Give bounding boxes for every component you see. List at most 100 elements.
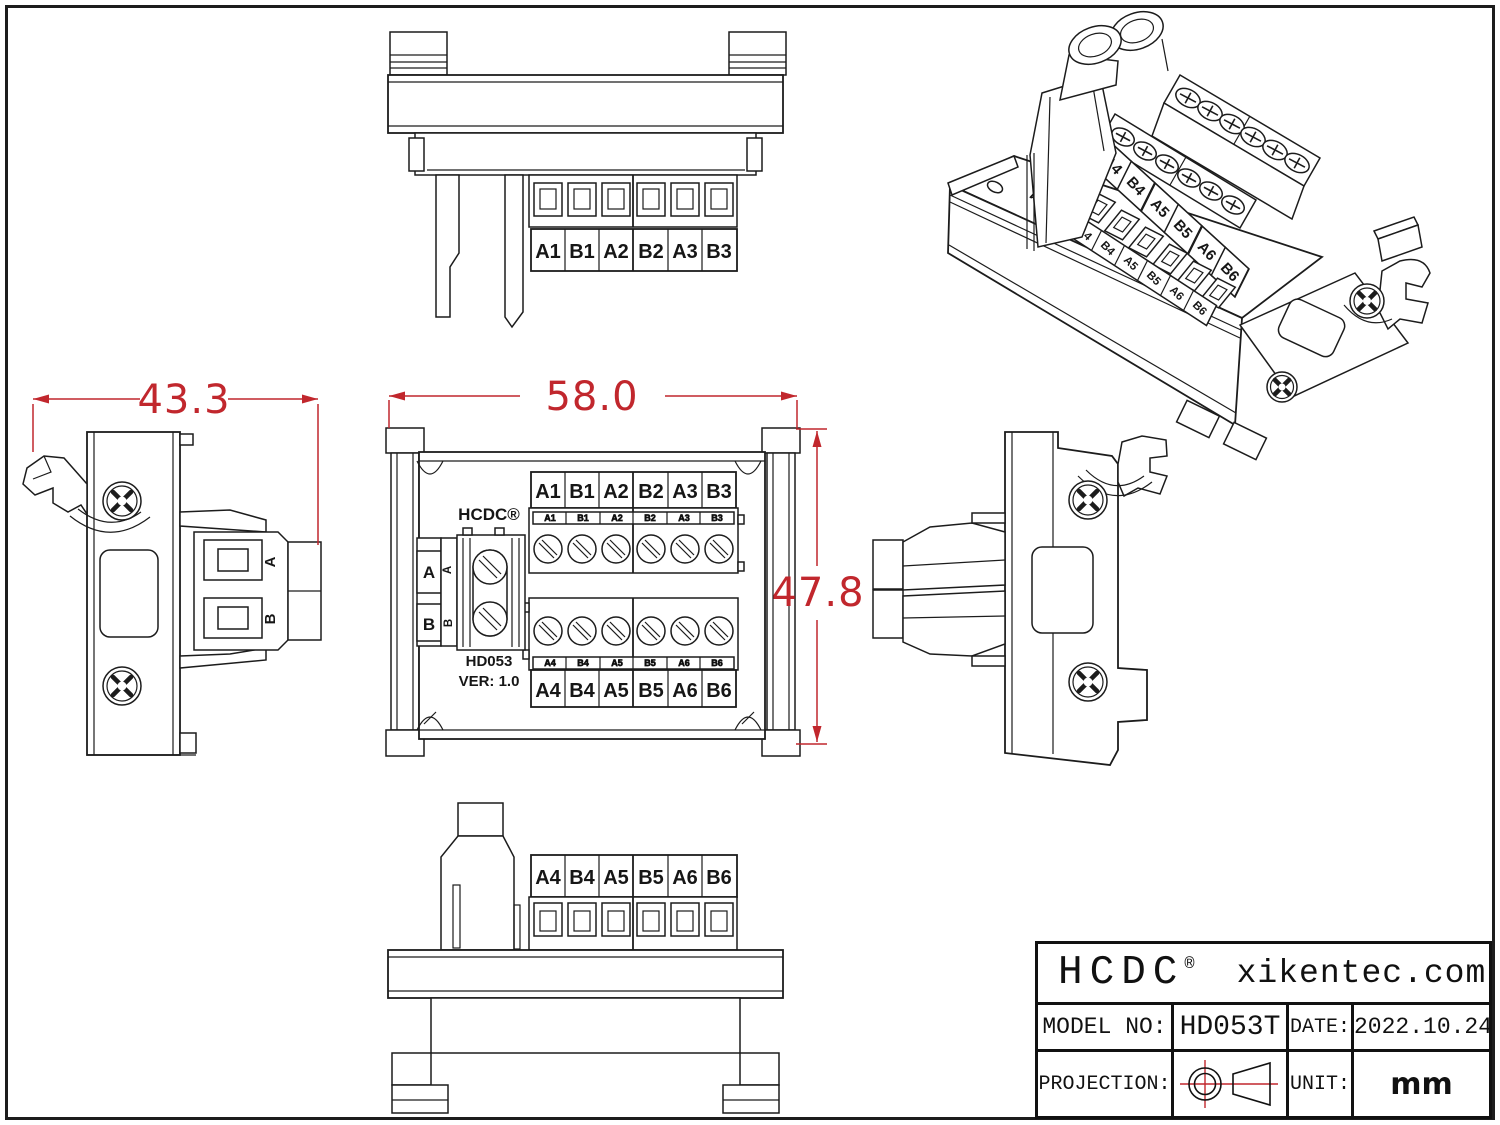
- terminal-label: A2: [603, 241, 629, 263]
- corner-screw: [416, 716, 444, 731]
- mini-label: A2: [611, 513, 623, 523]
- first-angle-projection-icon: [1180, 1060, 1278, 1108]
- front-view: HCDC® A1 B1 A2 B2 A3 B3 A1 B1 A2 B2 A3 B…: [385, 427, 801, 757]
- mini-label: B1: [577, 513, 589, 523]
- torx-screw: [1068, 480, 1108, 520]
- corner-screw: [416, 460, 444, 475]
- clip-spring: [1085, 469, 1145, 487]
- terminal-label: A2: [603, 481, 629, 503]
- terminal-label: B3: [706, 481, 732, 503]
- terminal-label: B3: [706, 241, 732, 263]
- front-view-body: HCDC® A1 B1 A2 B2 A3 B3 A1 B1 A2 B2 A3 B…: [385, 427, 801, 757]
- mini-label: B4: [577, 658, 589, 668]
- unit-value: mm: [1351, 1052, 1489, 1116]
- mini-label: B3: [711, 513, 723, 523]
- torx-screw: [102, 666, 142, 706]
- din-clip: [1377, 258, 1431, 331]
- terminal-label: B2: [638, 241, 664, 263]
- dim-value: 58.0: [545, 374, 638, 420]
- terminal-label: B5: [638, 867, 664, 889]
- torx-screw: [1349, 283, 1385, 319]
- dim-58-0: 58.0: [388, 374, 798, 428]
- mini-label: A1: [544, 513, 556, 523]
- isometric-view: A4 B4 A5 B5 A6 B6: [947, 10, 1431, 461]
- bottom-view-body: A4 B4 A5 B5 A6 B6: [387, 802, 784, 1114]
- terminal-label: B1: [569, 241, 595, 263]
- mini-label: A3: [678, 513, 690, 523]
- plug-prong: [504, 174, 524, 329]
- model-text: HD053: [466, 653, 513, 670]
- brand-text: HCDC®: [458, 505, 520, 524]
- screw-row-top: [533, 534, 734, 564]
- dim-value: 47.8: [771, 570, 864, 616]
- terminal-label: B6: [706, 680, 732, 702]
- dim-47-8: 47.8: [771, 428, 864, 745]
- din-clip: [1117, 435, 1169, 498]
- left-side-view: A B: [22, 431, 322, 756]
- projection-label: PROJECTION:: [1038, 1072, 1171, 1096]
- mini-label: A5: [611, 658, 623, 668]
- brand-logo: HCDC®: [1058, 950, 1195, 996]
- terminal-label: A3: [672, 481, 698, 503]
- sheet-border: [5, 5, 1495, 1120]
- terminal-label: B2: [638, 481, 664, 503]
- projection-symbol: [1171, 1052, 1286, 1116]
- pin-label-rotated: A: [262, 556, 279, 567]
- plug-barrels: [1026, 10, 1169, 251]
- right-side-body: [872, 431, 1169, 766]
- title-block-row-model: MODEL NO: HD053T DATE: 2022.10.24: [1038, 1002, 1492, 1049]
- right-side-view: [872, 431, 1169, 766]
- screw-row-back: [1175, 87, 1310, 174]
- terminal-label: B4: [569, 680, 595, 702]
- brand-text: HCDC: [1058, 950, 1185, 996]
- terminal-label: B5: [638, 680, 664, 702]
- screw-row-front: [1111, 127, 1245, 215]
- mini-label: B2: [644, 513, 656, 523]
- wire-openings: [533, 182, 734, 217]
- corner-screw: [734, 716, 762, 731]
- unit-label: UNIT:: [1286, 1052, 1351, 1116]
- plug-prong: [435, 174, 460, 318]
- din-clip: [22, 455, 88, 517]
- terminal-label: A4: [535, 867, 561, 889]
- terminal-label: A1: [535, 241, 561, 263]
- wire-openings: [533, 902, 734, 937]
- top-view-body: A1 B1 A2 B2 A3 B3: [387, 31, 787, 329]
- iso-body: A4 B4 A5 B5 A6 B6: [947, 10, 1431, 461]
- title-block-header: HCDC® xikentec.com: [1038, 944, 1489, 1002]
- pin-label-rotated: B: [262, 613, 279, 624]
- torx-screw: [1266, 371, 1298, 403]
- mini-label: A4: [544, 658, 556, 668]
- clip-spring: [69, 515, 151, 533]
- date-value: 2022.10.24: [1351, 1005, 1492, 1049]
- website-text: xikentec.com: [1236, 954, 1487, 992]
- title-block-row-projection: PROJECTION: UNIT: mm: [1038, 1049, 1489, 1116]
- pin-label-rotated: B: [443, 619, 455, 627]
- terminal-label: A3: [672, 241, 698, 263]
- dim-43-3: 43.3: [32, 377, 319, 545]
- left-side-body: A B: [22, 431, 322, 756]
- torx-screw: [102, 481, 142, 521]
- terminal-label: A5: [603, 680, 629, 702]
- terminal-label: A5: [603, 867, 629, 889]
- clamp-terminals: [872, 512, 1006, 667]
- corner-screw: [734, 460, 762, 475]
- terminal-label: A4: [535, 680, 561, 702]
- torx-screw: [1068, 662, 1108, 702]
- model-no-label: MODEL NO:: [1042, 1014, 1167, 1040]
- terminal-label: A6: [672, 680, 698, 702]
- terminal-label: B6: [706, 867, 732, 889]
- pin-label-rotated: A: [442, 566, 454, 574]
- terminal-label: A6: [672, 867, 698, 889]
- date-label: DATE:: [1286, 1005, 1351, 1049]
- terminal-label: B4: [569, 867, 595, 889]
- version-text: VER: 1.0: [459, 673, 520, 690]
- model-no-value: HD053T: [1171, 1005, 1286, 1049]
- top-view: A1 B1 A2 B2 A3 B3: [387, 31, 787, 329]
- mini-label: B5: [644, 658, 656, 668]
- plug-connector: A B A B: [416, 527, 526, 651]
- terminal-label: A1: [535, 481, 561, 503]
- terminal-label: B1: [569, 481, 595, 503]
